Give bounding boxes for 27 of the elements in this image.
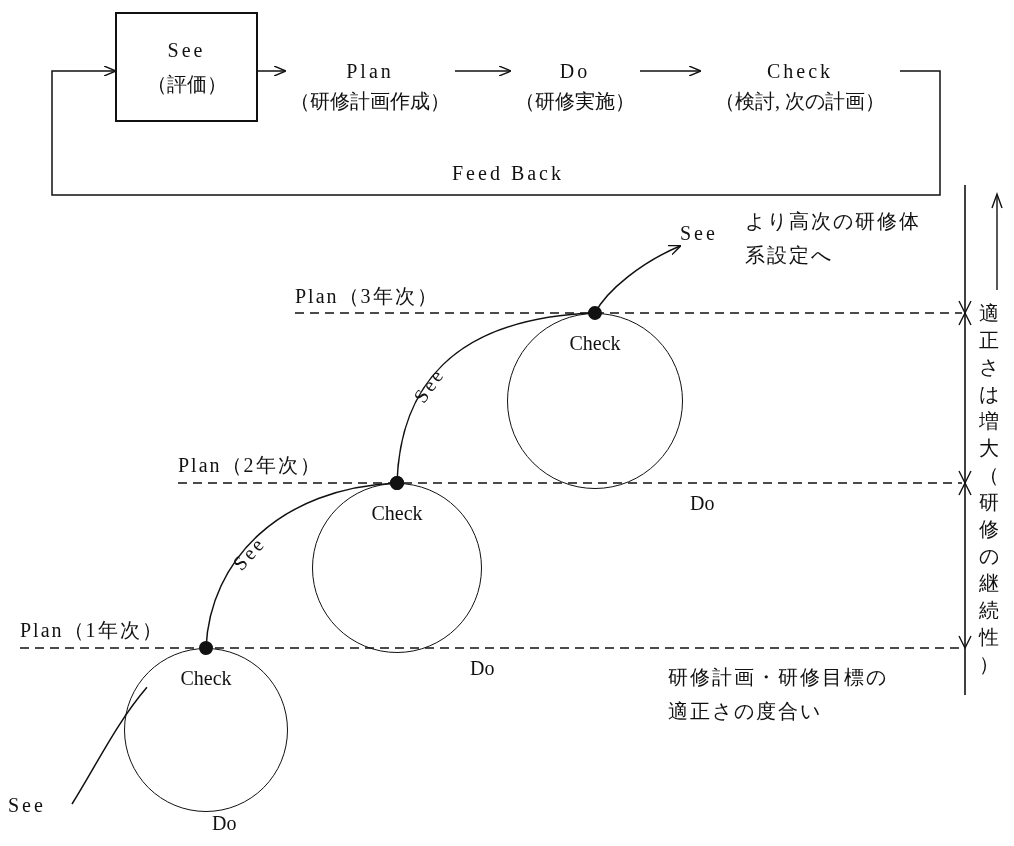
connector-line — [71, 686, 148, 805]
axis-label: 適正さは増大（研修の継続性） — [978, 301, 1000, 677]
step-label: See — [167, 38, 206, 63]
step-caption: （検討, 次の計画） — [715, 89, 885, 114]
arrow — [454, 65, 512, 77]
circle-label: Check — [180, 666, 232, 691]
step-label: Check — [766, 59, 834, 84]
text-label: See — [680, 220, 718, 246]
step-caption: （評価） — [146, 72, 227, 97]
text-label: See — [8, 792, 46, 818]
circle-label: Check — [371, 501, 423, 526]
arrow — [51, 65, 941, 196]
phase-label: Do — [470, 656, 495, 681]
note-text: より高次の研修体系設定へ — [745, 209, 922, 268]
step-caption: （研修実施） — [515, 89, 635, 114]
step-label: Do — [559, 59, 591, 84]
arrow — [639, 65, 702, 77]
step-caption: （研修計画作成） — [290, 89, 450, 114]
arrow — [257, 65, 287, 77]
axis-caption: 研修計画・研修目標の適正さの度合い — [668, 665, 889, 724]
step-label: Plan — [346, 59, 394, 84]
phase-label: Do — [690, 491, 715, 516]
phase-label: Do — [212, 811, 237, 836]
process-box — [115, 12, 258, 122]
circle-label: Check — [569, 331, 621, 356]
edge-label: See — [408, 362, 450, 409]
edge-label: See — [227, 530, 271, 577]
